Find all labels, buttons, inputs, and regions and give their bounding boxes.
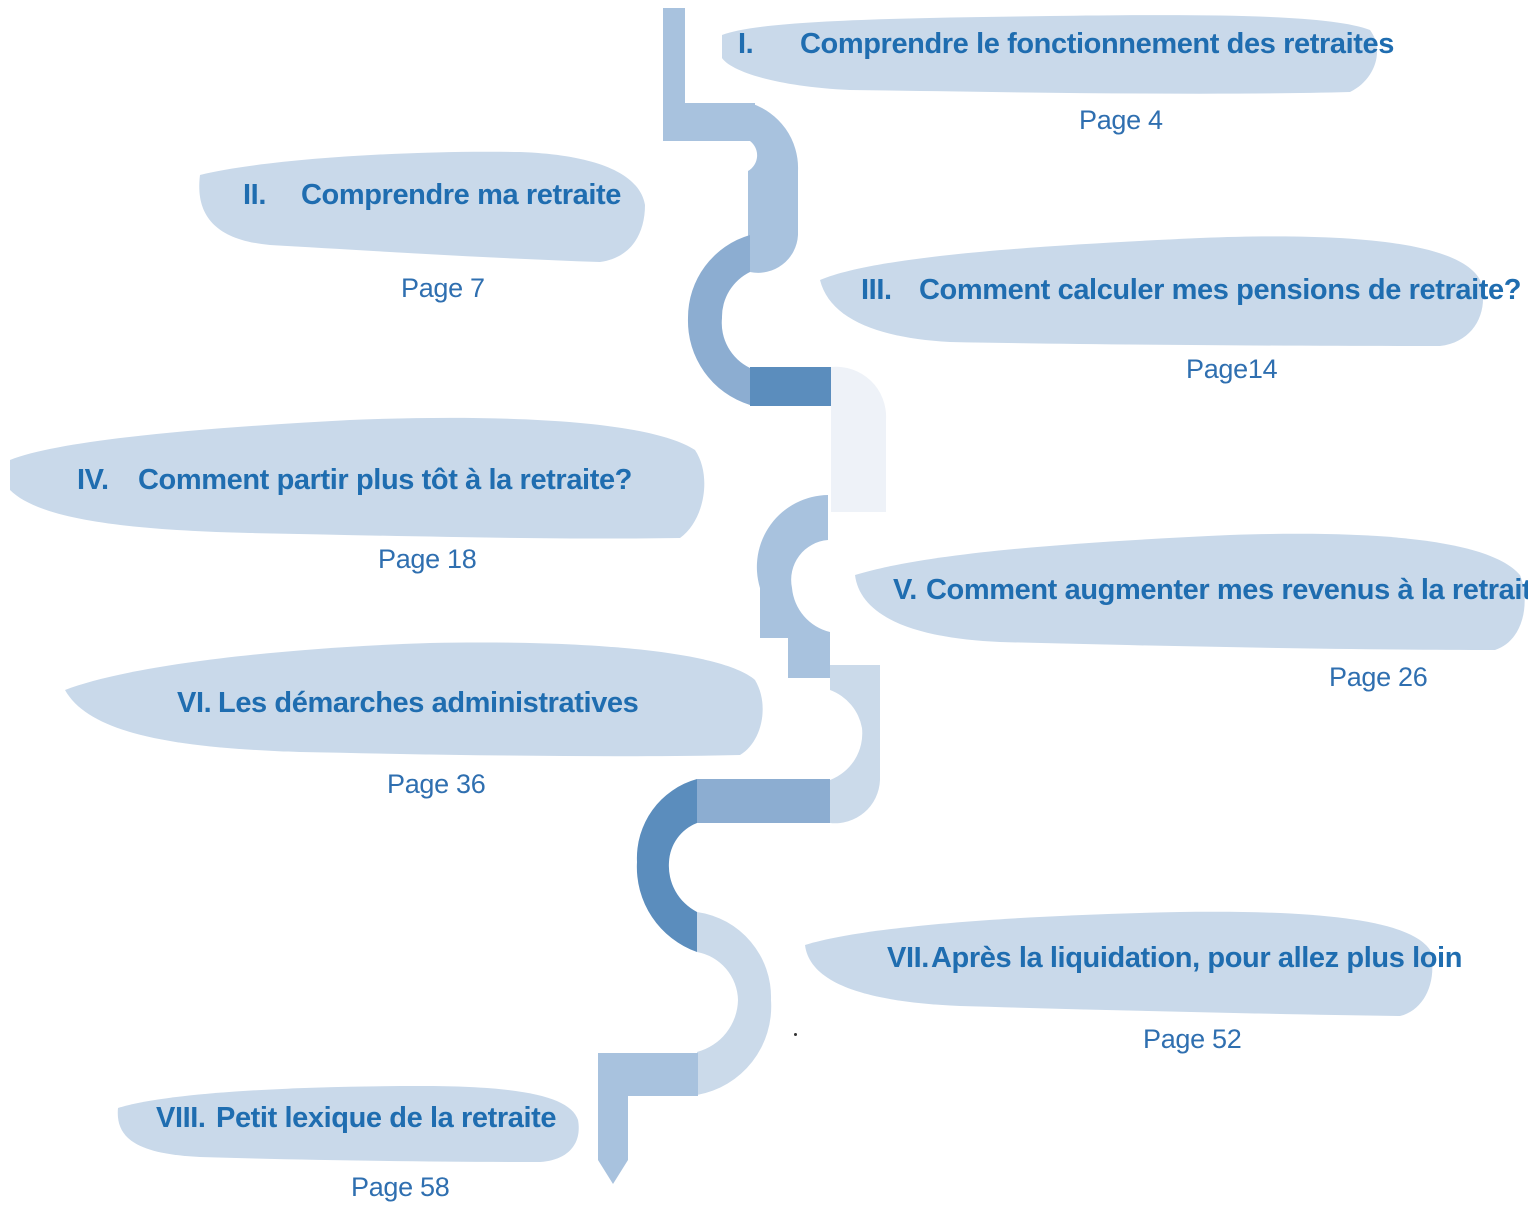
section-title-4[interactable]: IV. Comment partir plus tôt à la retraite… bbox=[77, 463, 632, 497]
section-title-5[interactable]: V. Comment augmenter mes revenus à la ret… bbox=[893, 573, 1528, 607]
path-segment bbox=[756, 495, 830, 638]
section-number: III. bbox=[861, 274, 892, 306]
path-segment bbox=[788, 632, 830, 678]
section-label: Petit lexique de la retraite bbox=[216, 1102, 557, 1134]
section-title-8[interactable]: VIII. Petit lexique de la retraite bbox=[156, 1101, 557, 1135]
path-segment bbox=[697, 912, 772, 1095]
section-number: IV. bbox=[77, 464, 109, 496]
section-title-2[interactable]: II. Comprendre ma retraite bbox=[243, 178, 621, 212]
section-page-5[interactable]: Page 26 bbox=[1329, 662, 1428, 692]
section-number: V. bbox=[893, 574, 917, 606]
stray-dot bbox=[794, 1033, 797, 1036]
section-label: Comment partir plus tôt à la retraite? bbox=[138, 464, 632, 496]
section-page-4[interactable]: Page 18 bbox=[378, 544, 477, 574]
section-number: VII. bbox=[887, 942, 929, 974]
blob-section-5 bbox=[855, 533, 1525, 650]
section-label: Comprendre le fonctionnement des retrait… bbox=[800, 28, 1394, 60]
section-page-8[interactable]: Page 58 bbox=[351, 1172, 450, 1202]
path-segment bbox=[748, 235, 798, 273]
section-label: Les démarches administratives bbox=[218, 687, 639, 719]
blob-section-8 bbox=[117, 1086, 579, 1162]
section-label: Comment augmenter mes revenus à la retra… bbox=[926, 574, 1528, 606]
section-page-2[interactable]: Page 7 bbox=[401, 273, 485, 303]
section-page-6[interactable]: Page 36 bbox=[387, 769, 486, 799]
path-segment bbox=[750, 367, 831, 406]
blob-section-2 bbox=[199, 151, 645, 262]
path-segment bbox=[830, 665, 880, 824]
path-segment bbox=[748, 103, 799, 235]
path-end-arrow bbox=[598, 1053, 628, 1184]
blob-section-4 bbox=[10, 417, 705, 539]
blob-section-7 bbox=[805, 911, 1433, 1016]
section-number: I. bbox=[738, 28, 754, 60]
section-title-3[interactable]: III. Comment calculer mes pensions de ret… bbox=[861, 273, 1521, 307]
path-segment bbox=[697, 779, 830, 823]
section-label: Comment calculer mes pensions de retrait… bbox=[919, 274, 1522, 306]
path-segment bbox=[831, 366, 887, 512]
blob-section-3 bbox=[820, 236, 1484, 346]
section-number: VIII. bbox=[156, 1102, 206, 1134]
path-segment bbox=[687, 235, 750, 405]
section-label: Comprendre ma retraite bbox=[301, 179, 621, 211]
section-label: Après la liquidation, pour allez plus lo… bbox=[931, 942, 1463, 974]
path-segment bbox=[663, 103, 755, 141]
section-title-6[interactable]: VI.Les démarches administratives bbox=[177, 686, 639, 720]
path-segment bbox=[636, 779, 697, 952]
blob-section-6 bbox=[65, 642, 763, 757]
section-page-3[interactable]: Page14 bbox=[1186, 354, 1278, 384]
blob-section-1 bbox=[722, 15, 1378, 94]
section-title-1[interactable]: I. Comprendre le fonctionnement des retra… bbox=[738, 27, 1394, 61]
section-page-7[interactable]: Page 52 bbox=[1143, 1024, 1242, 1054]
section-number: VI. bbox=[177, 687, 212, 719]
section-page-1[interactable]: Page 4 bbox=[1079, 105, 1163, 135]
section-number: II. bbox=[243, 179, 266, 211]
section-title-7[interactable]: VII.Après la liquidation, pour allez plu… bbox=[887, 941, 1462, 975]
